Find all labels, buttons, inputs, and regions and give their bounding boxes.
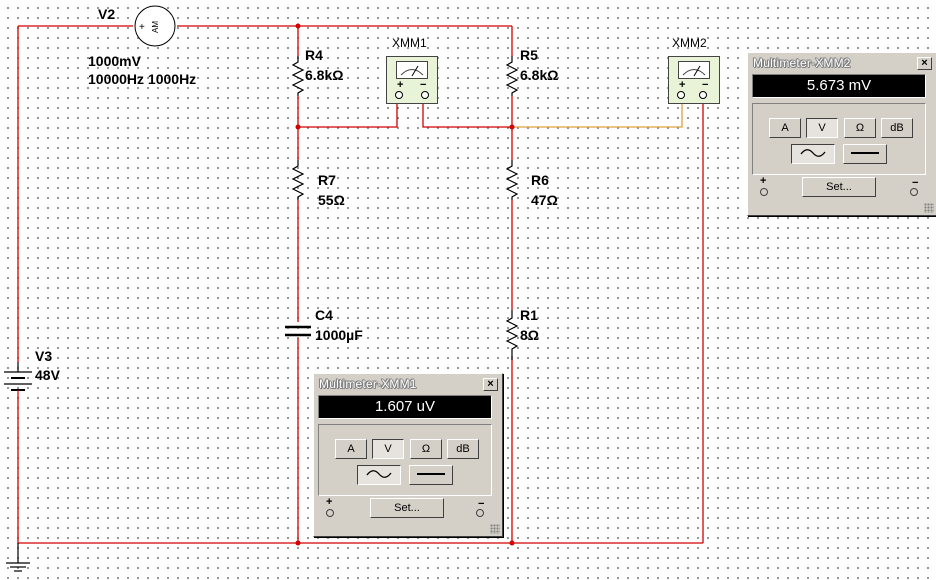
r6-value: 47Ω — [531, 192, 558, 208]
xmm1-minus-terminal[interactable] — [421, 91, 429, 99]
c4-capacitor-symbol[interactable] — [285, 325, 311, 337]
r1-resistor-symbol[interactable] — [505, 310, 519, 360]
dc-mode-button[interactable] — [843, 144, 887, 164]
minus-label: − — [912, 177, 919, 189]
junction — [509, 124, 515, 130]
v3-battery-symbol[interactable] — [4, 362, 32, 396]
v2-source-symbol[interactable]: + AM — [134, 5, 176, 47]
r7-name: R7 — [318, 172, 336, 188]
minus-sign: − — [420, 79, 427, 91]
svg-text:+: + — [139, 22, 145, 33]
multimeter-xmm2-window[interactable]: Multimeter-XMM2 × 5.673 mV A V Ω dB + Se… — [747, 52, 936, 216]
mode-ohmmeter-button[interactable]: Ω — [410, 439, 442, 459]
v3-name: V3 — [35, 348, 53, 364]
xmm2-minus-terminal[interactable] — [699, 91, 707, 99]
minus-terminal-icon[interactable] — [476, 509, 484, 517]
r5-name: R5 — [520, 47, 538, 63]
mode-ammeter-button[interactable]: A — [769, 118, 801, 138]
ac-wave-icon — [800, 149, 826, 157]
v2-frequency: 10000Hz 1000Hz — [88, 71, 197, 87]
meter-face-icon — [678, 61, 710, 79]
plus-label: + — [326, 496, 333, 508]
xmm2-name: XMM2 — [672, 36, 707, 50]
mode-voltmeter-button[interactable]: V — [806, 118, 838, 138]
multimeter-xmm1-titlebar[interactable]: Multimeter-XMM1 × — [316, 376, 500, 393]
xmm1-name: XMM1 — [392, 36, 427, 50]
junction — [295, 540, 301, 546]
xmm1-meter-symbol[interactable]: + − — [386, 56, 438, 104]
plus-sign: + — [679, 79, 686, 91]
minus-sign: − — [702, 79, 709, 91]
r4-resistor-symbol[interactable] — [291, 56, 305, 96]
ac-mode-button[interactable] — [791, 144, 835, 164]
r6-name: R6 — [531, 172, 549, 188]
window-title: Multimeter-XMM1 — [319, 377, 417, 391]
mode-db-button[interactable]: dB — [881, 118, 913, 138]
junctions — [295, 23, 515, 546]
reading-display: 1.607 uV — [318, 395, 492, 419]
c4-value: 1000µF — [315, 327, 363, 343]
multimeter-xmm1-window[interactable]: Multimeter-XMM1 × 1.607 uV A V Ω dB + Se… — [313, 373, 503, 537]
r5-resistor-symbol[interactable] — [505, 56, 519, 96]
window-title: Multimeter-XMM2 — [753, 56, 851, 70]
mode-voltmeter-button[interactable]: V — [372, 439, 404, 459]
set-button[interactable]: Set... — [802, 177, 876, 197]
multimeter-xmm2-titlebar[interactable]: Multimeter-XMM2 × — [750, 55, 934, 72]
controls-panel: A V Ω dB — [752, 103, 926, 175]
resize-grip-icon[interactable] — [490, 524, 500, 534]
plus-sign: + — [397, 79, 404, 91]
minus-label: − — [478, 498, 485, 510]
v2-amplitude: 1000mV — [88, 53, 141, 69]
wire-xmm1-plus — [298, 104, 398, 128]
am-symbol-text: AM — [151, 21, 160, 33]
controls-panel: A V Ω dB — [318, 424, 492, 496]
wires — [17, 25, 704, 544]
wire-xmm2-plus — [512, 104, 683, 128]
mode-db-button[interactable]: dB — [447, 439, 479, 459]
junction — [295, 23, 301, 29]
v3-value: 48V — [35, 367, 60, 383]
mode-ohmmeter-button[interactable]: Ω — [844, 118, 876, 138]
xmm2-plus-terminal[interactable] — [677, 91, 685, 99]
wire-xmm1-minus — [422, 104, 512, 128]
dc-line-icon — [417, 473, 445, 475]
r4-value: 6.8kΩ — [305, 67, 344, 83]
meter-face-icon — [396, 61, 428, 79]
close-button[interactable]: × — [483, 378, 498, 391]
plus-terminal-icon[interactable] — [760, 188, 768, 196]
v2-name: V2 — [98, 6, 116, 22]
r1-name: R1 — [520, 307, 538, 323]
plus-label: + — [760, 175, 767, 187]
junction — [295, 124, 301, 130]
resize-grip-icon[interactable] — [924, 203, 934, 213]
xmm2-meter-symbol[interactable]: + − — [668, 56, 720, 104]
r7-value: 55Ω — [318, 192, 345, 208]
minus-terminal-icon[interactable] — [910, 188, 918, 196]
plus-terminal-icon[interactable] — [326, 509, 334, 517]
junction — [509, 540, 515, 546]
dc-line-icon — [851, 152, 879, 154]
r1-value: 8Ω — [520, 327, 540, 343]
ac-mode-button[interactable] — [357, 465, 401, 485]
mode-ammeter-button[interactable]: A — [335, 439, 367, 459]
ground-symbol — [6, 543, 30, 572]
r6-resistor-symbol[interactable] — [505, 160, 519, 200]
ac-wave-icon — [366, 470, 392, 478]
c4-name: C4 — [315, 307, 333, 323]
r7-resistor-symbol[interactable] — [291, 160, 305, 200]
r5-value: 6.8kΩ — [520, 67, 559, 83]
close-button[interactable]: × — [917, 57, 932, 70]
set-button[interactable]: Set... — [370, 498, 444, 518]
xmm1-plus-terminal[interactable] — [395, 91, 403, 99]
dc-mode-button[interactable] — [409, 465, 453, 485]
r4-name: R4 — [305, 47, 323, 63]
reading-display: 5.673 mV — [752, 74, 926, 98]
